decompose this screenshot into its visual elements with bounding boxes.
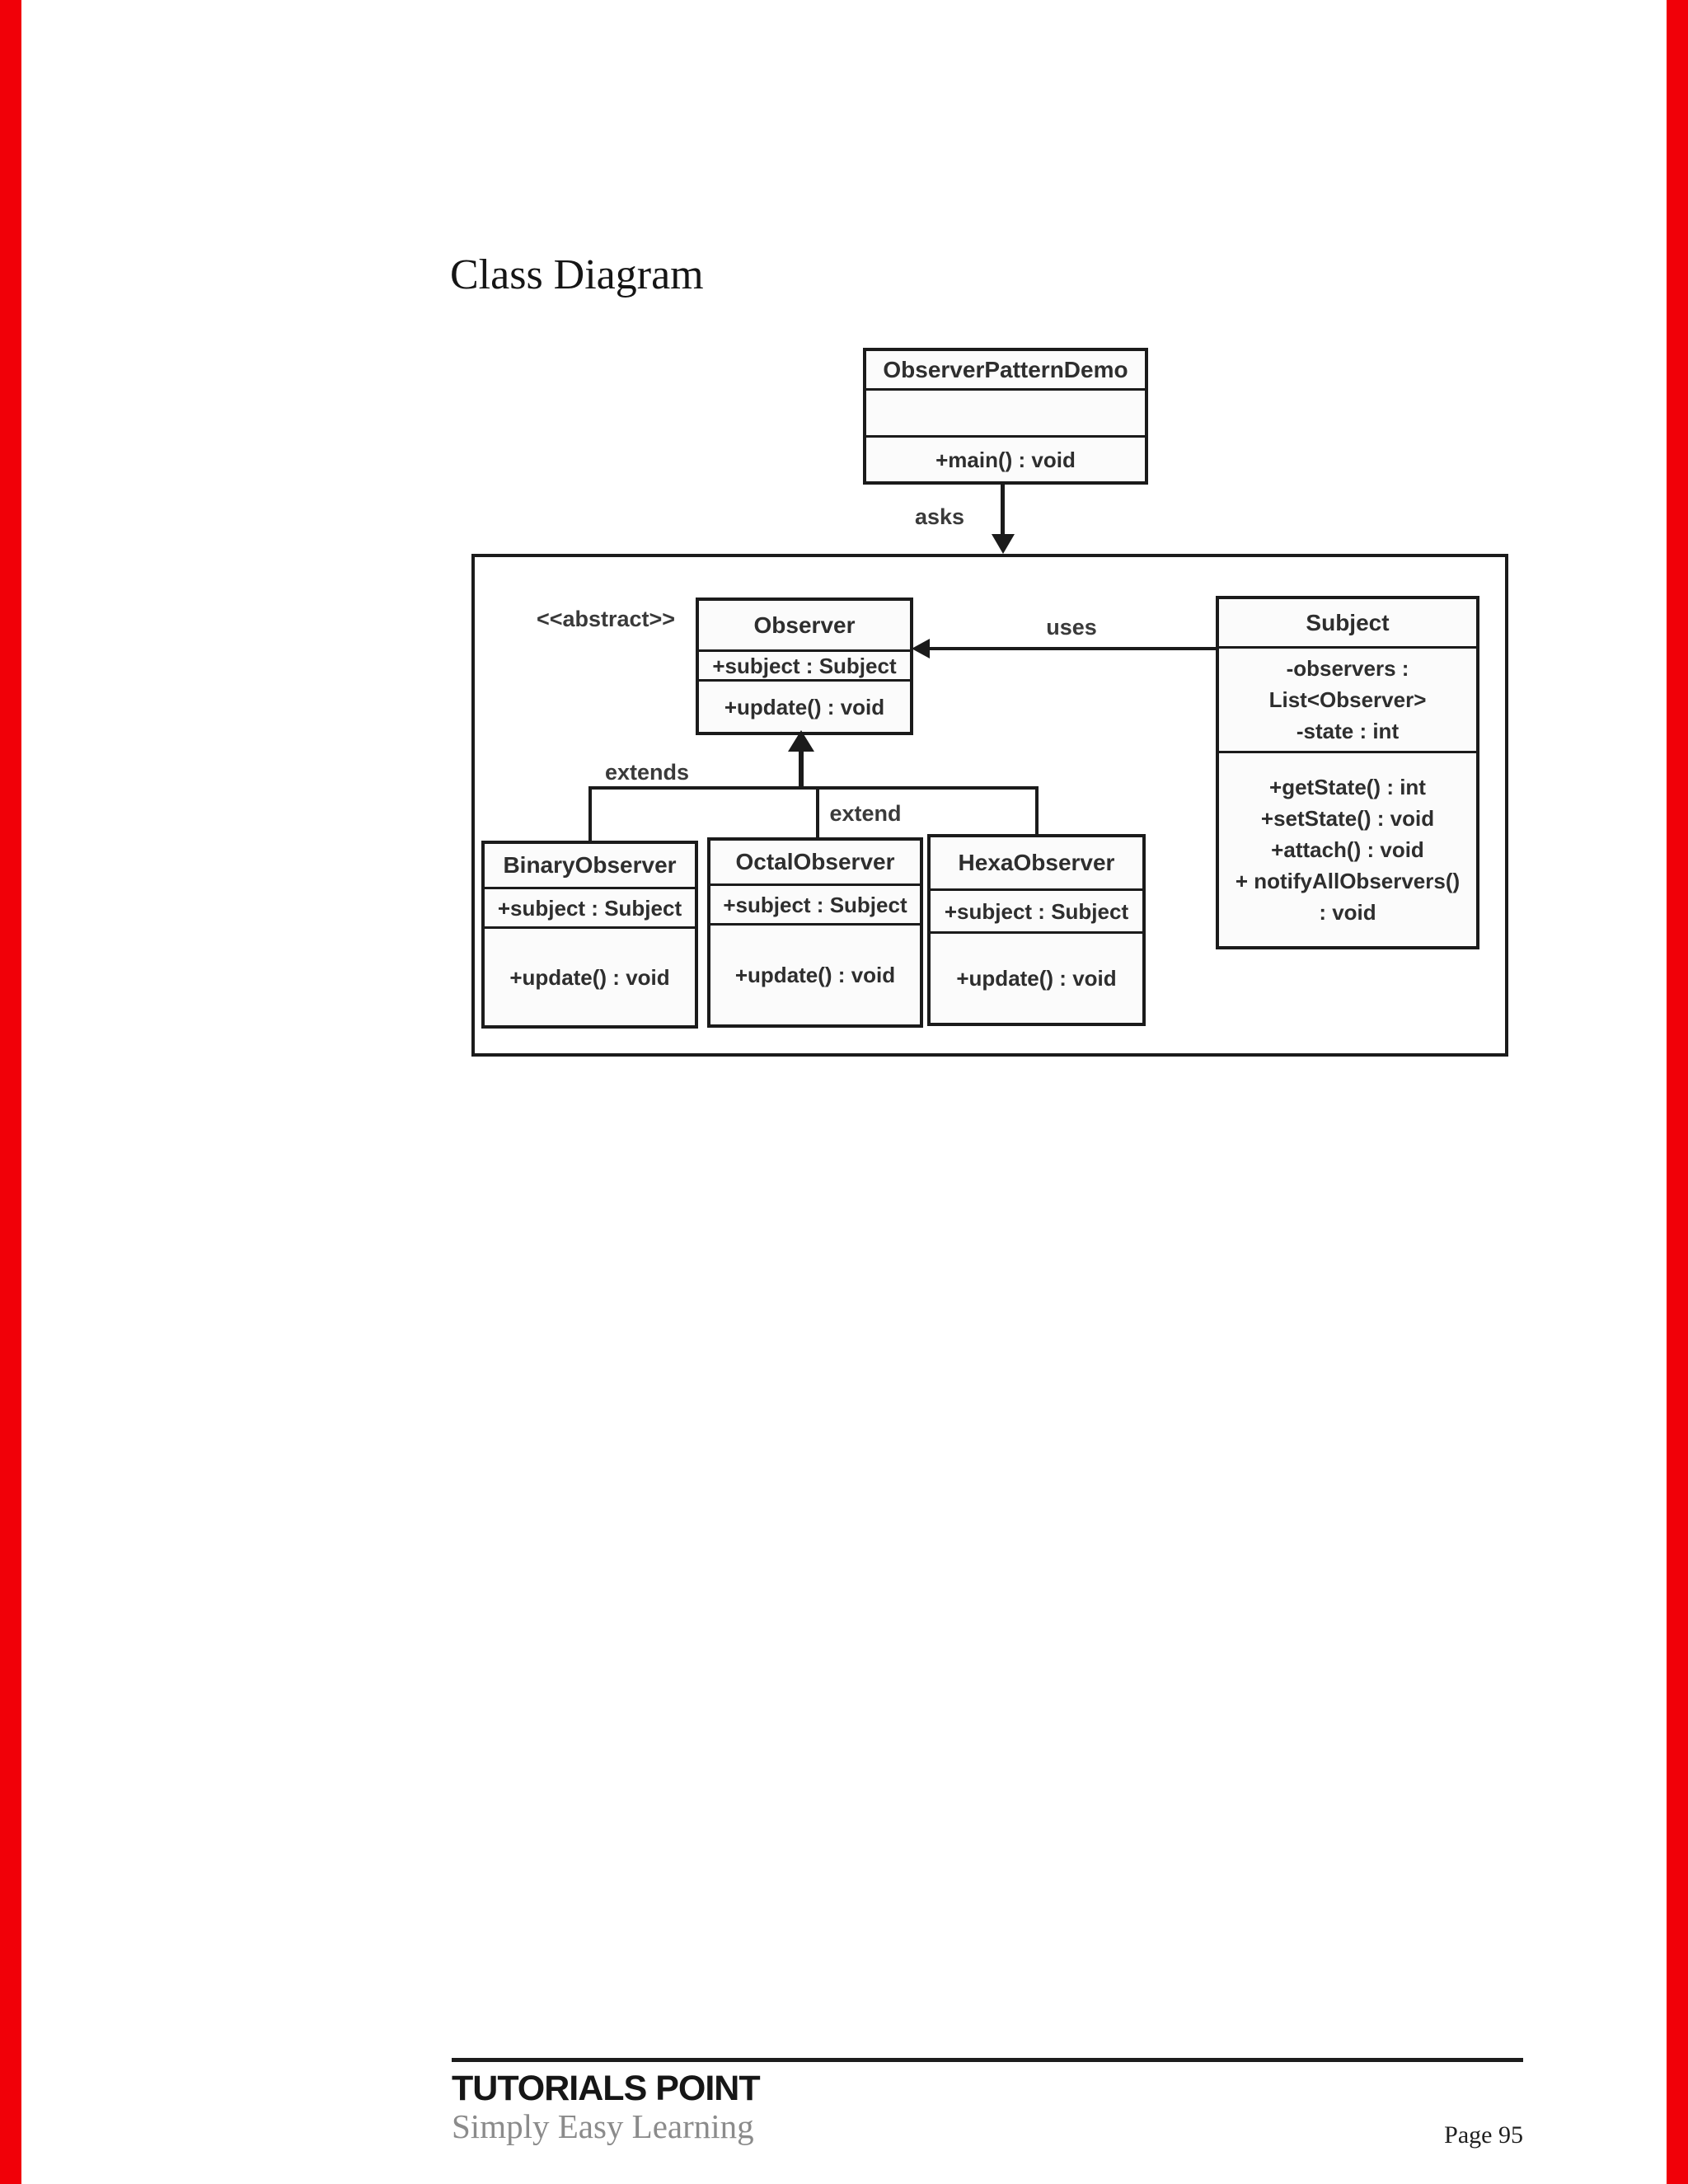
class-attribute: +subject : Subject	[497, 895, 682, 921]
class-method: +update() : void	[509, 964, 670, 990]
attributes-compartment: +subject : Subject	[485, 887, 695, 926]
class-box-octalobserver: OctalObserver +subject : Subject +update…	[707, 837, 923, 1028]
footer-brand: TUTORIALS POINT	[452, 2069, 761, 2108]
class-name: HexaObserver	[958, 850, 1115, 875]
attributes-compartment: +subject : Subject	[710, 883, 920, 923]
class-box-observerpatterndemo: ObserverPatternDemo +main() : void	[863, 348, 1148, 485]
attributes-compartment: +subject : Subject	[699, 649, 910, 679]
asks-arrow-line	[1001, 485, 1005, 536]
class-box-observer: Observer +subject : Subject +update() : …	[696, 598, 913, 735]
class-method: +getState() : int	[1269, 775, 1426, 799]
class-attribute: List<Observer>	[1268, 687, 1427, 712]
inheritance-arrow-line	[799, 748, 804, 790]
methods-compartment: +update() : void	[485, 926, 695, 1025]
class-attribute: -state : int	[1296, 719, 1400, 743]
methods-compartment: +getState() : int +setState() : void +at…	[1219, 751, 1476, 946]
connector-stub-binary	[588, 786, 592, 841]
uses-label: uses	[1046, 615, 1097, 640]
inheritance-connector-line	[588, 786, 1039, 790]
class-method: : void	[1319, 900, 1376, 925]
uses-arrow-line	[928, 647, 1216, 650]
methods-compartment: +update() : void	[699, 679, 910, 732]
connector-stub-hexa	[1035, 786, 1039, 834]
asks-label: asks	[914, 504, 965, 529]
class-method: +setState() : void	[1260, 806, 1435, 831]
footer-tagline: Simply Easy Learning	[452, 2107, 754, 2145]
class-method: +main() : void	[935, 447, 1076, 472]
class-name-compartment: ObserverPatternDemo	[866, 351, 1145, 388]
footer-page-number: Page 95	[1444, 2121, 1523, 2149]
extends-label: extends	[604, 760, 690, 785]
class-name-compartment: OctalObserver	[710, 841, 920, 883]
methods-compartment: +update() : void	[710, 923, 920, 1024]
abstract-stereotype-label: <<abstract>>	[536, 607, 676, 631]
methods-compartment: +update() : void	[931, 931, 1142, 1023]
class-name-compartment: Observer	[699, 601, 910, 649]
class-name: Subject	[1306, 609, 1390, 635]
extend-label: extend	[829, 801, 902, 826]
page-title: Class Diagram	[450, 251, 704, 298]
class-method: +update() : void	[956, 966, 1117, 991]
system-boundary-box	[471, 554, 1508, 1057]
class-name-compartment: HexaObserver	[931, 837, 1142, 888]
red-edge-right	[1667, 0, 1688, 2184]
class-method: + notifyAllObservers()	[1235, 869, 1461, 893]
uses-arrowhead-left-icon	[912, 639, 930, 658]
attributes-compartment-empty	[866, 388, 1145, 435]
class-name: Observer	[753, 612, 856, 638]
red-edge-left	[0, 0, 21, 2184]
class-box-binaryobserver: BinaryObserver +subject : Subject +updat…	[481, 841, 698, 1029]
class-name-compartment: Subject	[1219, 599, 1476, 646]
class-attribute: +subject : Subject	[712, 653, 897, 678]
class-name: BinaryObserver	[503, 852, 677, 878]
class-name-compartment: BinaryObserver	[485, 844, 695, 887]
class-attribute: -observers :	[1286, 656, 1409, 681]
attributes-compartment: +subject : Subject	[931, 888, 1142, 931]
connector-stub-octal	[816, 786, 819, 837]
attributes-compartment: -observers : List<Observer> -state : int	[1219, 646, 1476, 751]
inheritance-arrowhead-up-icon	[788, 730, 814, 752]
class-attribute: +subject : Subject	[944, 898, 1129, 924]
methods-compartment: +main() : void	[866, 435, 1145, 481]
class-method: +update() : void	[734, 963, 896, 987]
class-method: +attach() : void	[1271, 837, 1424, 862]
class-attribute: +subject : Subject	[723, 892, 907, 917]
class-method: +update() : void	[724, 694, 885, 719]
class-name: OctalObserver	[735, 849, 895, 874]
footer-divider	[452, 2058, 1523, 2062]
asks-arrowhead-down-icon	[992, 534, 1015, 554]
class-box-subject: Subject -observers : List<Observer> -sta…	[1216, 596, 1479, 949]
class-box-hexaobserver: HexaObserver +subject : Subject +update(…	[927, 834, 1146, 1026]
class-name: ObserverPatternDemo	[883, 356, 1128, 382]
